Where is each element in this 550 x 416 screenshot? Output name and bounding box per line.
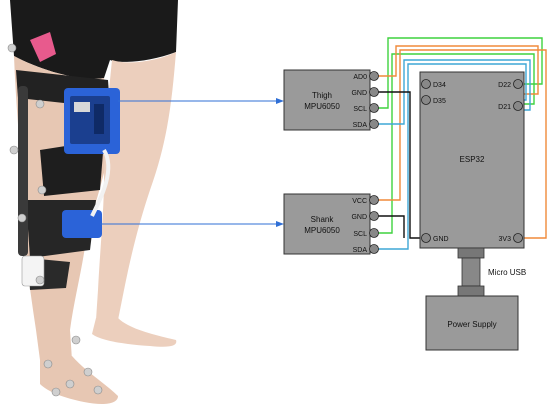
esp32-pin-label-gnd: GND — [433, 236, 449, 243]
usb-label: Micro USB — [488, 268, 526, 277]
shank-arrow-head — [276, 221, 284, 227]
right-foot — [92, 318, 177, 347]
shank-pin-group: VCC GND SCL SDA — [351, 195, 379, 254]
esp32-pin-label-d21: D21 — [498, 104, 511, 111]
shank-label-2: MPU6050 — [304, 226, 340, 235]
shank-pin-scl — [369, 228, 379, 238]
thigh-module-box — [283, 69, 371, 131]
thigh-label-1: Thigh — [312, 91, 332, 100]
esp32-pin-d21 — [513, 101, 523, 111]
wire-thigh-gnd — [378, 91, 424, 239]
pink-tag — [30, 32, 56, 62]
wire-shank-vcc-3v3 — [378, 49, 547, 239]
wire-thigh-sda — [378, 59, 531, 125]
wire-shank-gnd — [378, 215, 405, 238]
thigh-pin-label-sda: SDA — [353, 122, 368, 129]
thigh-pin-label-gnd: GND — [351, 90, 367, 97]
esp32-module: ESP32 D34 D35 GND D22 D21 3V3 — [419, 71, 525, 249]
power-supply-box — [425, 295, 519, 351]
esp32-pin-gnd — [421, 233, 431, 243]
shank-label-1: Shank — [311, 215, 335, 224]
esp32-pin-label-d34: D34 — [433, 82, 446, 89]
shank-pin-vcc — [369, 195, 379, 205]
motion-markers — [7, 43, 103, 397]
power-supply: Power Supply — [425, 295, 519, 351]
shorts — [10, 0, 178, 79]
sensor-cable — [90, 148, 111, 217]
thigh-pin-label-ad0: AD0 — [353, 74, 367, 81]
esp32-label: ESP32 — [460, 155, 485, 164]
brace-hinge-bar — [18, 86, 28, 256]
esp32-pin-d34 — [421, 79, 431, 89]
power-supply-label: Power Supply — [447, 320, 496, 329]
usb-plug-top — [457, 247, 485, 259]
shank-module-box — [283, 193, 371, 255]
usb-plug-bottom — [457, 285, 485, 297]
esp32-pin-label-d22: D22 — [498, 82, 511, 89]
board-module — [94, 104, 104, 134]
shank-pin-label-vcc: VCC — [352, 198, 367, 205]
thigh-pin-sda — [369, 119, 379, 129]
thigh-pin-ad0 — [369, 71, 379, 81]
esp32-pin-label-d35: D35 — [433, 98, 446, 105]
wires — [378, 37, 547, 250]
thigh-pin-group: AD0 GND SCL SDA — [351, 71, 379, 129]
thigh-label-2: MPU6050 — [304, 102, 340, 111]
thigh-arrow-head — [276, 98, 284, 104]
shank-pin-label-sda: SDA — [353, 247, 368, 254]
thigh-mpu6050-module: Thigh MPU6050 AD0 GND SCL SDA — [283, 69, 379, 131]
esp32-pin-3v3 — [513, 233, 523, 243]
usb-cable — [461, 257, 481, 287]
arrows — [100, 98, 284, 227]
thigh-pin-gnd — [369, 87, 379, 97]
shank-pin-sda — [369, 244, 379, 254]
thigh-pin-scl — [369, 103, 379, 113]
esp32-pin-label-3v3: 3V3 — [499, 236, 512, 243]
esp32-pin-d22 — [513, 79, 523, 89]
shank-pin-label-scl: SCL — [353, 231, 367, 238]
esp32-pin-d35 — [421, 95, 431, 105]
leg-photo — [7, 0, 178, 404]
thigh-pin-label-scl: SCL — [353, 106, 367, 113]
wire-shank-sda — [378, 63, 527, 250]
shank-mpu6050-module: Shank MPU6050 VCC GND SCL SDA — [283, 193, 379, 255]
shank-sensor-housing — [62, 210, 102, 238]
shank-pin-label-gnd: GND — [351, 214, 367, 221]
board-chip — [74, 102, 90, 112]
wire-thigh-ad0 — [378, 45, 539, 95]
wire-shank-scl-d21 — [378, 53, 535, 234]
esp32-box — [419, 71, 525, 249]
micro-usb-connector: Micro USB — [457, 247, 526, 297]
shank-pin-gnd — [369, 211, 379, 221]
